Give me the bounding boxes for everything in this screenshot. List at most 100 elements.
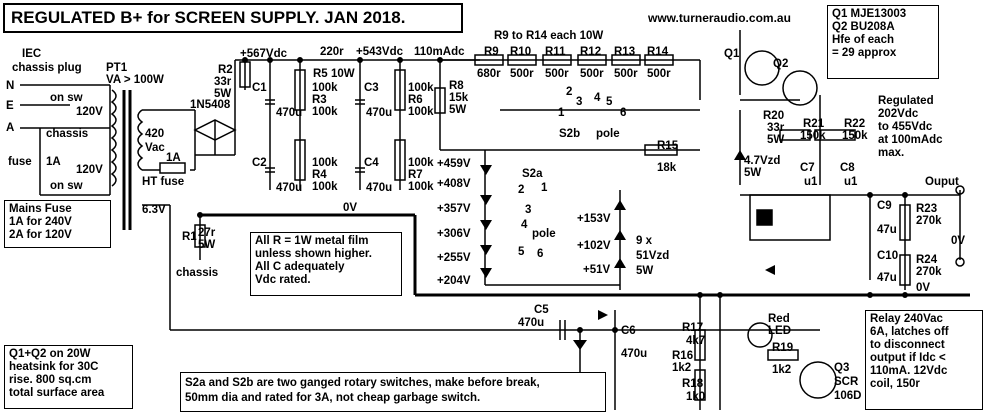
iec-label: IEC — [22, 48, 42, 60]
r1-value: 27r — [198, 227, 216, 239]
v120-label-2: 120V — [76, 164, 103, 176]
s2b-pos-5: 5 — [606, 96, 613, 108]
r4-value-a: 100k — [312, 157, 338, 169]
r5-value: 220r — [320, 46, 344, 58]
s2b-pos-2: 2 — [566, 86, 573, 98]
r13-label: R13 — [614, 46, 636, 58]
c2-label: C2 — [252, 157, 267, 169]
zero-v-out-label: 0V — [951, 235, 966, 247]
zener-153v: +153V — [577, 213, 611, 225]
s2a-pos-3: 3 — [525, 204, 532, 216]
r14-label: R14 — [647, 46, 669, 58]
r2-value: 33r — [214, 76, 232, 88]
r3-value-a: 100k — [312, 82, 338, 94]
zener-102v: +102V — [577, 240, 611, 252]
r3-label: R3 — [312, 94, 327, 106]
r20-value: 33r — [767, 122, 785, 134]
r1-label: R1 — [182, 231, 197, 243]
switch-note-box: S2a and S2b are two ganged rotary switch… — [180, 372, 606, 412]
red-led-label-a: Red — [768, 313, 790, 325]
zero-v-out-label-2: 0V — [916, 282, 931, 294]
zener-51v: +51V — [583, 264, 611, 276]
schematic-title: REGULATED B+ for SCREEN SUPPLY. JAN 2018… — [3, 3, 463, 33]
website-url: www.turneraudio.com.au — [648, 11, 791, 25]
vz47-label: 4.7Vzd — [744, 155, 781, 167]
r16-label: R16 — [672, 350, 694, 362]
c8-label: C8 — [840, 162, 855, 174]
r5-label: R5 — [313, 68, 328, 80]
vz47-watt: 5W — [744, 167, 762, 179]
transistor-note-box: Q1 MJE13003 Q2 BU208A Hfe of each = 29 a… — [827, 5, 939, 79]
chassis-r1-label: chassis — [176, 267, 219, 279]
r5-watt: 10W — [331, 68, 355, 80]
r20-label: R20 — [763, 110, 785, 122]
r17-value: 4k7 — [686, 335, 706, 347]
fuse-label: fuse — [8, 156, 32, 168]
pole-b-label: pole — [596, 128, 620, 140]
r15-value: 18k — [657, 162, 677, 174]
r22-value: 150k — [842, 130, 868, 142]
r23-label: R23 — [916, 203, 938, 215]
r22-label: R22 — [844, 118, 866, 130]
c1-value: 470u — [276, 107, 303, 119]
r14-value: 500r — [647, 68, 671, 80]
r3-value-b: 100k — [312, 106, 338, 118]
resistor-note-box: All R = 1W metal film unless shown highe… — [250, 232, 402, 296]
s2a-pos-6: 6 — [537, 248, 544, 260]
fuse-1a-label: 1A — [46, 156, 61, 168]
pole-a-label: pole — [532, 228, 556, 240]
v567-label: +567Vdc — [240, 48, 287, 60]
s2a-pos-4: 4 — [521, 219, 528, 231]
c3-value: 470u — [366, 107, 393, 119]
s2b-pos-1: 1 — [558, 107, 565, 119]
tap-255v: +255V — [437, 252, 471, 264]
on-sw-label-2: on sw — [50, 180, 83, 192]
c10-label: C10 — [877, 250, 899, 262]
r8-value: 15k — [449, 92, 469, 104]
r24-value: 270k — [916, 266, 942, 278]
output-label: Ouput — [925, 176, 959, 188]
tap-204v: +204V — [437, 275, 471, 287]
r7-value-a: 100k — [408, 157, 434, 169]
c8-value: u1 — [844, 176, 858, 188]
r8-watt: 5W — [449, 104, 467, 116]
vac-label: Vac — [145, 142, 165, 154]
chassis-label-1: chassis — [46, 128, 89, 140]
r9-value: 680r — [477, 68, 501, 80]
v420-label: 420 — [145, 128, 165, 140]
c4-label: C4 — [364, 157, 379, 169]
s2b-pos-3: 3 — [576, 96, 583, 108]
r9-r14-header: R9 to R14 each 10W — [494, 30, 604, 42]
active-label: A — [6, 122, 15, 134]
c4-value: 470u — [366, 182, 393, 194]
c5-value: 470u — [518, 317, 545, 329]
c10-value: 47u — [877, 272, 897, 284]
r13-value: 500r — [614, 68, 638, 80]
r21-label: R21 — [803, 118, 825, 130]
heatsink-note-box: Q1+Q2 on 20W heatsink for 30C rise. 800 … — [4, 345, 133, 409]
r8-label: R8 — [449, 80, 464, 92]
s2b-label: S2b — [559, 128, 581, 140]
r12-label: R12 — [580, 46, 602, 58]
r20-watt: 5W — [767, 134, 785, 146]
r1-watt: 5W — [198, 239, 216, 251]
c5-label: C5 — [534, 304, 549, 316]
r4-label: R4 — [312, 169, 327, 181]
c3-label: C3 — [364, 82, 379, 94]
v543-label: +543Vdc — [356, 46, 403, 58]
q1-label: Q1 — [724, 48, 740, 60]
red-led-label-b: LED — [768, 325, 791, 337]
r6-value-b: 100k — [408, 106, 434, 118]
c6-label: C6 — [621, 325, 636, 337]
relay-note-box: Relay 240Vac 6A, latches off to disconne… — [865, 310, 983, 410]
q3-label: Q3 — [834, 362, 850, 374]
q2-label: Q2 — [773, 58, 789, 70]
r23-value: 270k — [916, 215, 942, 227]
r17-label: R17 — [682, 322, 704, 334]
r24-label: R24 — [916, 254, 938, 266]
tap-357v: +357V — [437, 203, 471, 215]
r6-value-a: 100k — [408, 82, 434, 94]
r2-watt: 5W — [214, 88, 232, 100]
on-sw-label-1: on sw — [50, 92, 83, 104]
